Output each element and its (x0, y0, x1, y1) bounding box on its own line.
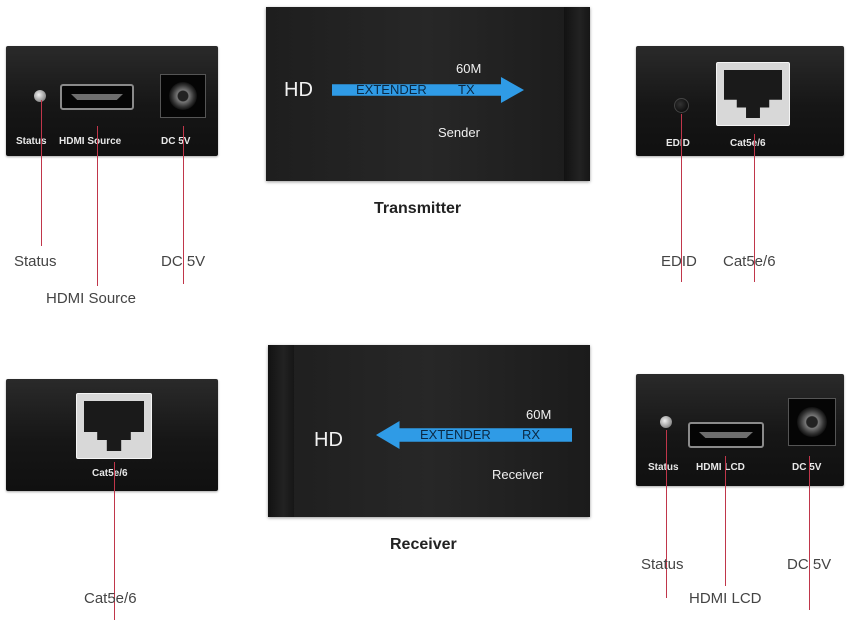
receiver-output-panel: Status HDMI LCD DC 5V (636, 374, 844, 486)
transmitter-caption: Transmitter (374, 200, 462, 217)
callout-line (114, 462, 115, 620)
dc-callout-label: DC 5V (787, 556, 832, 573)
dc-callout-label: DC 5V (161, 253, 206, 270)
callout-line (809, 456, 810, 610)
callout-line (41, 100, 42, 246)
status-label: Status (648, 462, 679, 473)
edid-label: EDID (666, 138, 690, 149)
rj45-port-icon (76, 393, 152, 459)
callout-line (754, 134, 755, 282)
receiver-role-text: Receiver (492, 467, 544, 482)
transmitter-input-panel: Status HDMI Source DC 5V (6, 46, 218, 156)
status-callout-label: Status (641, 556, 684, 573)
transmitter-extender-text: EXTENDER (356, 82, 427, 97)
edid-callout-label: EDID (661, 253, 697, 270)
transmitter-hd-text: HD (284, 79, 313, 101)
receiver-input-panel: Cat5e/6 (6, 379, 218, 491)
receiver-caption: Receiver (390, 536, 457, 553)
dc-label: DC 5V (161, 136, 191, 147)
status-callout-label: Status (14, 253, 57, 270)
transmitter-output-panel: EDID Cat5e/6 (636, 46, 844, 156)
transmitter-role-text: Sender (438, 125, 480, 140)
hdmi-port-icon (60, 84, 134, 110)
hdmi-source-callout-label: HDMI Source (46, 290, 137, 307)
receiver-unit: HD 60M EXTENDER RX Receiver (268, 345, 590, 517)
cat-callout-label: Cat5e/6 (723, 253, 776, 270)
receiver-range-text: 60M (526, 407, 552, 422)
dc-jack-icon (160, 74, 206, 118)
status-led-icon (34, 90, 46, 102)
transmitter-arrow-icon: EXTENDER TX (332, 77, 524, 103)
transmitter-code-text: TX (458, 82, 475, 97)
receiver-extender-text: EXTENDER (420, 427, 491, 442)
cat-callout-label: Cat5e/6 (84, 590, 137, 607)
receiver-hd-text: HD (314, 429, 343, 451)
callout-line (681, 114, 682, 282)
hdmi-port-icon (688, 422, 764, 448)
callout-line (725, 456, 726, 586)
rj45-port-icon (716, 62, 790, 126)
callout-line (183, 126, 184, 284)
hdmi-lcd-label: HDMI LCD (696, 462, 745, 473)
callout-line (97, 126, 98, 286)
transmitter-range-text: 60M (456, 61, 482, 76)
hdmi-source-label: HDMI Source (59, 136, 122, 147)
dc-label: DC 5V (792, 462, 822, 473)
receiver-code-text: RX (522, 427, 541, 442)
transmitter-unit: HD 60M EXTENDER TX Sender (266, 7, 590, 181)
dc-jack-icon (788, 398, 836, 446)
cat-label: Cat5e/6 (730, 138, 766, 149)
edid-button-icon (674, 98, 689, 113)
callout-line (666, 430, 667, 598)
cat-label: Cat5e/6 (92, 468, 128, 479)
hdmi-lcd-callout-label: HDMI LCD (689, 590, 762, 607)
receiver-arrow-icon: EXTENDER RX (376, 421, 572, 449)
status-led-icon (660, 416, 672, 428)
status-label: Status (16, 136, 47, 147)
